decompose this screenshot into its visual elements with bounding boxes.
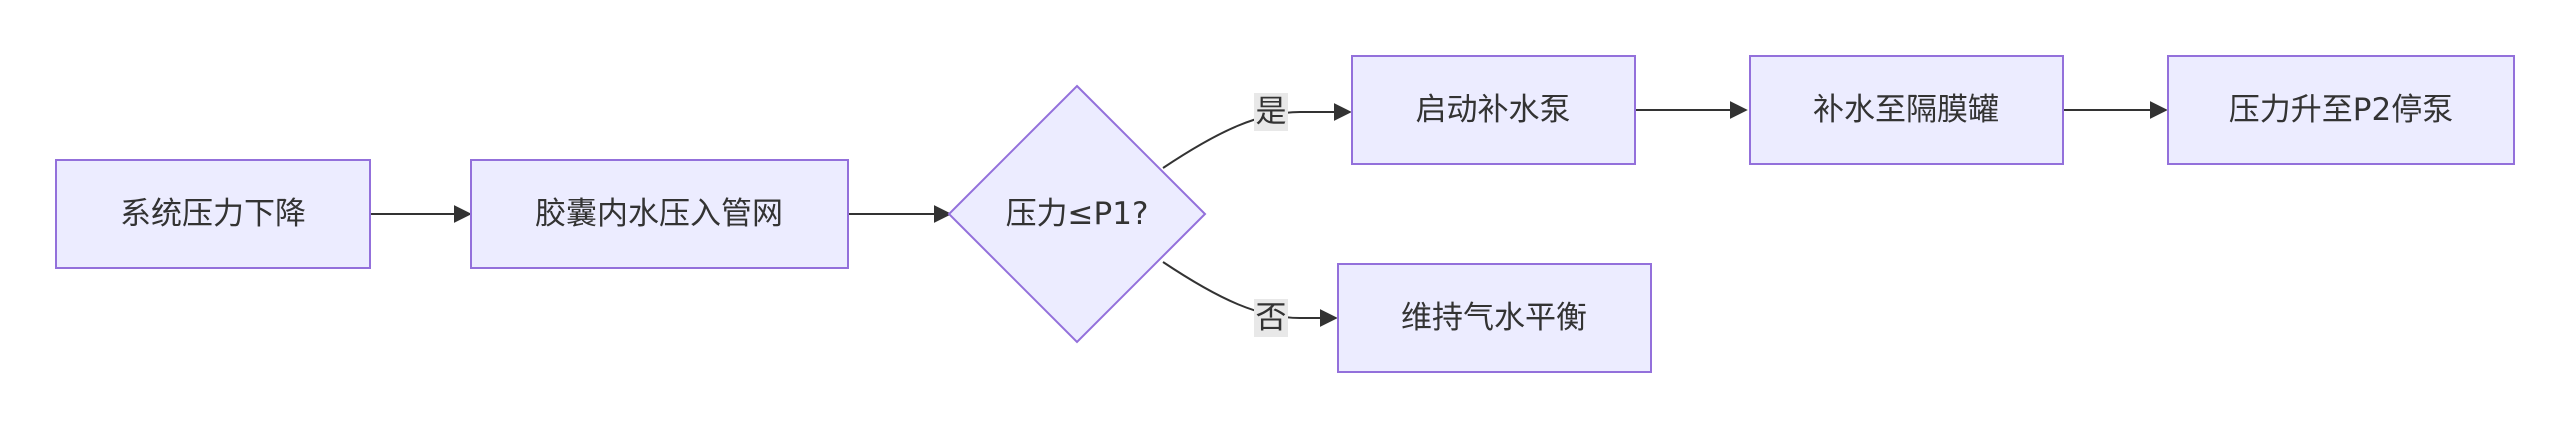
node-balance-label: 维持气水平衡 [1401,300,1587,336]
edge-decision-to-start-pump [1162,103,1352,169]
edge-decision-to-balance [1162,261,1338,327]
node-stop-pump[interactable]: 压力升至P2停泵 [2167,55,2515,165]
edge-label-no: 否 [1254,299,1288,337]
edges [370,101,2168,327]
node-decision[interactable]: 压力≤P1? [947,84,1207,344]
node-balance[interactable]: 维持气水平衡 [1337,263,1652,373]
node-stop-pump-label: 压力升至P2停泵 [2229,92,2453,128]
edge-label-no-text: 否 [1256,300,1287,336]
node-decision-label: 压力≤P1? [1006,196,1149,232]
edge-label-yes: 是 [1254,93,1288,131]
node-refill-tank-label: 补水至隔膜罐 [1813,92,1999,128]
node-start-pump[interactable]: 启动补水泵 [1351,55,1636,165]
node-bladder-inject[interactable]: 胶囊内水压入管网 [470,159,849,269]
node-pressure-drop[interactable]: 系统压力下降 [55,159,371,269]
node-pressure-drop-label: 系统压力下降 [120,196,306,232]
edge-label-yes-text: 是 [1256,94,1287,130]
node-refill-tank[interactable]: 补水至隔膜罐 [1749,55,2064,165]
node-bladder-inject-label: 胶囊内水压入管网 [535,196,783,232]
node-start-pump-label: 启动补水泵 [1416,92,1571,128]
